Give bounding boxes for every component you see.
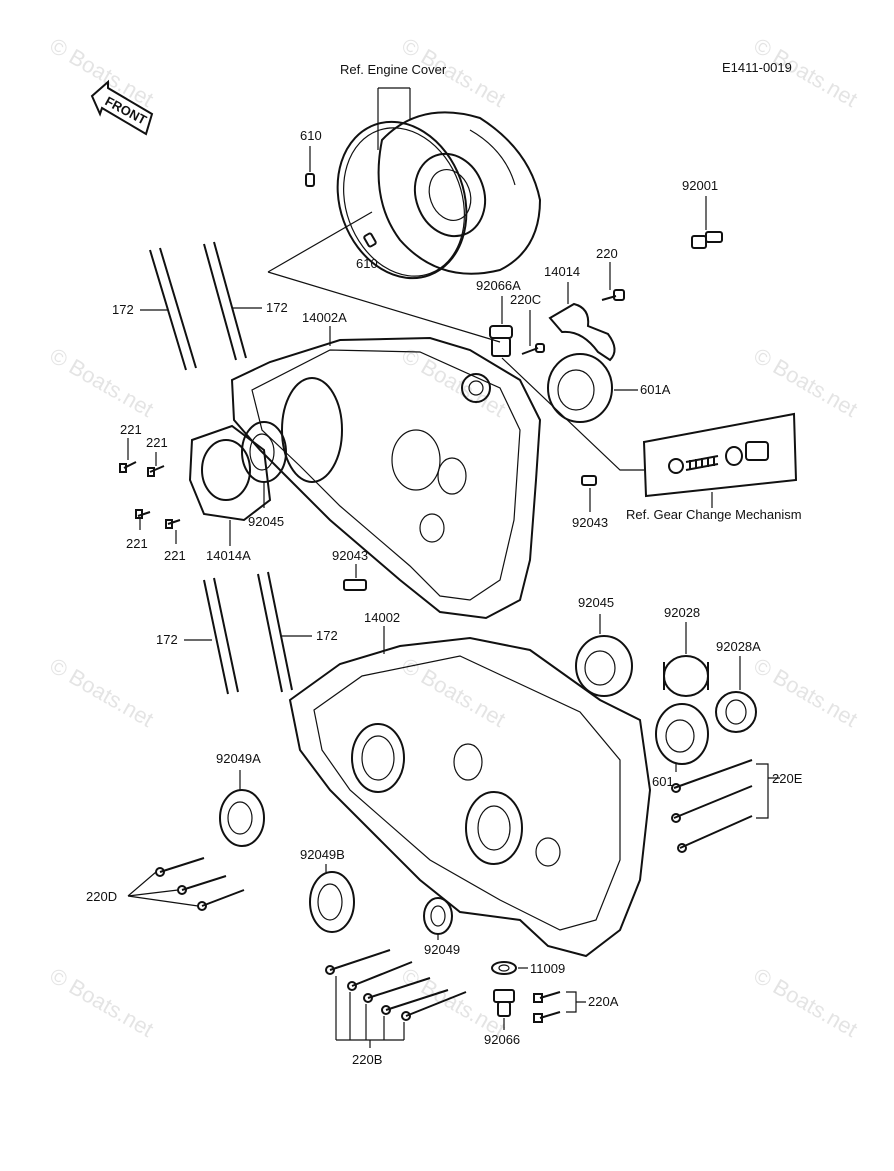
label-92043-b: 92043: [332, 548, 368, 563]
plug-92066: [493, 989, 515, 1017]
label-601: 601: [652, 774, 674, 789]
seal-small: [461, 373, 491, 403]
stud-172: [149, 247, 197, 371]
gear-change-mechanism-box: [642, 412, 798, 498]
bearing-601A: [547, 353, 613, 423]
label-14014A: 14014A: [206, 548, 251, 563]
bolts-220E: [671, 759, 753, 853]
label-ref-gear-change: Ref. Gear Change Mechanism: [626, 507, 802, 522]
label-221-b: 221: [146, 435, 168, 450]
seal-92049B: [309, 871, 355, 933]
label-92066A: 92066A: [476, 278, 521, 293]
label-92028A: 92028A: [716, 639, 761, 654]
label-92043-a: 92043: [572, 515, 608, 530]
watermark: © Boats.net: [750, 963, 862, 1042]
stud-172: [203, 577, 239, 695]
crankcase-lower-14002: [288, 636, 652, 958]
watermark: © Boats.net: [750, 653, 862, 732]
collar-92028A: [715, 691, 757, 733]
label-610-bottom: 610: [356, 256, 378, 271]
label-92049: 92049: [424, 942, 460, 957]
label-ref-engine-cover: Ref. Engine Cover: [340, 62, 447, 77]
watermark: © Boats.net: [46, 343, 158, 422]
watermark: © Boats.net: [750, 343, 862, 422]
label-220A: 220A: [588, 994, 619, 1009]
bolt-92001: [691, 231, 723, 249]
label-92028: 92028: [664, 605, 700, 620]
label-221-a: 221: [120, 422, 142, 437]
label-220B: 220B: [352, 1052, 382, 1067]
washer-11009: [491, 961, 517, 975]
watermark: © Boats.net: [398, 653, 510, 732]
watermark: © Boats.net: [398, 963, 510, 1042]
label-601A: 601A: [640, 382, 671, 397]
label-14014: 14014: [544, 264, 580, 279]
label-172-d: 172: [316, 628, 338, 643]
label-172-a: 172: [112, 302, 134, 317]
screws-221: [119, 461, 181, 529]
bolts-220A: [533, 991, 561, 1023]
watermark: © Boats.net: [46, 33, 158, 112]
label-92049B: 92049B: [300, 847, 345, 862]
plate-14014: [548, 302, 616, 362]
dowel-pin-610: [305, 173, 315, 187]
screw-220C: [521, 343, 545, 355]
label-14002: 14002: [364, 610, 400, 625]
plug-92066A: [489, 325, 513, 357]
engine-cover: [377, 111, 542, 275]
label-221-c: 221: [126, 536, 148, 551]
label-220D: 220D: [86, 889, 117, 904]
label-92001: 92001: [682, 178, 718, 193]
label-221-d: 221: [164, 548, 186, 563]
label-610-top: 610: [300, 128, 322, 143]
dowel-pin-610: [363, 232, 377, 248]
watermarks: © Boats.net © Boats.net © Boats.net © Bo…: [46, 33, 862, 1042]
engine-cover-gasket: [336, 120, 468, 280]
watermark: © Boats.net: [46, 653, 158, 732]
seal-92049: [423, 897, 453, 935]
label-172-c: 172: [156, 632, 178, 647]
label-92066: 92066: [484, 1032, 520, 1047]
label-220E: 220E: [772, 771, 803, 786]
label-92045-b: 92045: [578, 595, 614, 610]
seal-92049A: [219, 789, 265, 847]
bolt-220: [601, 289, 625, 301]
label-220C: 220C: [510, 292, 541, 307]
label-220: 220: [596, 246, 618, 261]
stud-172: [203, 241, 247, 361]
diagram-code: E1411-0019: [722, 60, 792, 75]
bushing-92028: [663, 655, 709, 697]
label-172-b: 172: [266, 300, 288, 315]
watermark: © Boats.net: [46, 963, 158, 1042]
bolts-220B: [325, 949, 467, 1021]
stud-172: [257, 571, 293, 693]
label-92045-a: 92045: [248, 514, 284, 529]
label-14002A: 14002A: [302, 310, 347, 325]
bearing-601: [655, 703, 709, 765]
plate-14014A: [188, 424, 272, 522]
label-92049A: 92049A: [216, 751, 261, 766]
dowel-92043: [581, 475, 597, 486]
dowel-92043: [343, 579, 367, 591]
bearing-92045: [575, 635, 633, 697]
crankcase-upper-14002A: [230, 336, 542, 620]
label-11009: 11009: [530, 961, 565, 976]
